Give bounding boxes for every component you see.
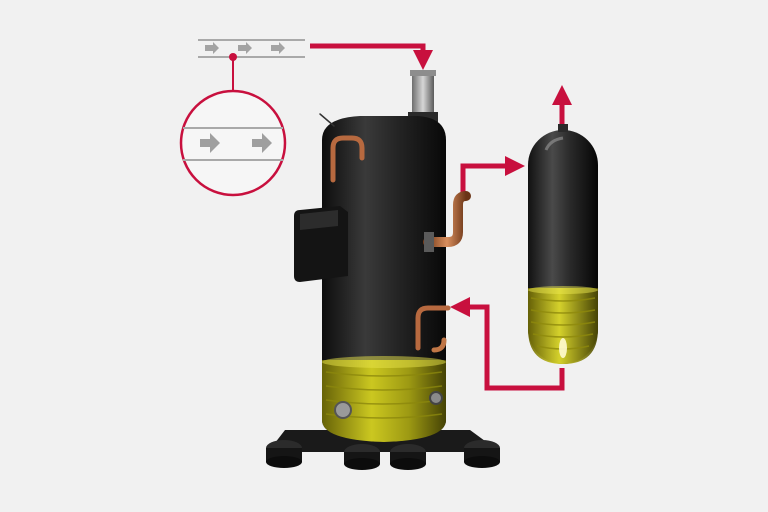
magnifier-callout-icon [179, 89, 287, 197]
compressor-body [322, 116, 446, 442]
flow-arrow-inlet-icon [310, 43, 433, 70]
copper-tubing [319, 113, 471, 353]
callout-dot [229, 53, 237, 61]
discharge-pipe [408, 70, 438, 122]
flow-arrow-to-separator-icon [460, 156, 525, 196]
terminal-box [294, 206, 348, 282]
mounting-base [266, 430, 500, 470]
sight-glass-icon [334, 401, 352, 419]
pipe-callout [179, 39, 305, 197]
oil-separator [528, 124, 598, 364]
pipe-flow-chevron-icon [205, 42, 285, 54]
flow-arrow-oil-return-icon [450, 297, 565, 391]
